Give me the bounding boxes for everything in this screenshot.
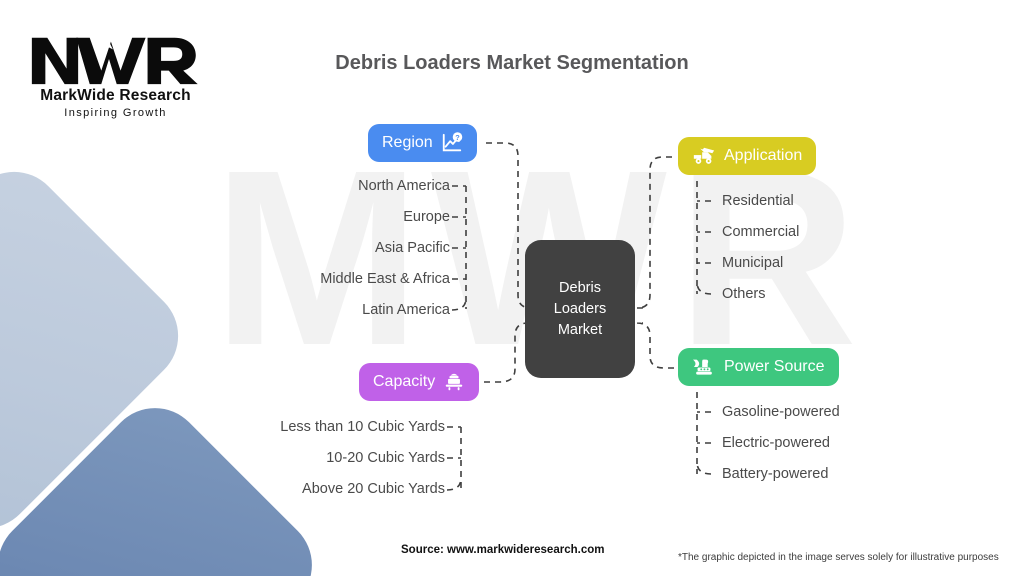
leaf-application-2: Municipal — [722, 255, 784, 271]
chart-question-icon: ? — [441, 132, 463, 154]
leaf-region-0: North America — [358, 178, 450, 194]
leaf-region-3: Middle East & Africa — [320, 271, 450, 287]
wire-region-center — [486, 142, 532, 309]
leaf-power-0: Gasoline-powered — [722, 404, 840, 420]
leaf-capacity-1: 10-20 Cubic Yards — [326, 450, 445, 466]
page-title: Debris Loaders Market Segmentation — [335, 52, 689, 74]
wire-application-leaf-3 — [696, 281, 712, 295]
branch-label-region: Region — [382, 134, 433, 151]
wire-power-center — [636, 322, 674, 369]
leaf-application-0: Residential — [722, 193, 794, 209]
leaf-power-2: Battery-powered — [722, 466, 829, 482]
branch-badge-power-source[interactable]: Power Source — [678, 348, 839, 386]
wire-application-center — [636, 156, 672, 309]
loaded-truck-icon — [443, 371, 465, 393]
wire-capacity-leaf-2 — [446, 477, 462, 491]
leaf-application-1: Commercial — [722, 224, 800, 240]
dump-truck-icon — [692, 146, 716, 166]
source-text: Source: www.markwideresearch.com — [401, 544, 605, 556]
logo-tagline: Inspiring Growth — [64, 107, 167, 119]
leaf-region-4: Latin America — [362, 302, 450, 318]
logo-company-name: MarkWide Research — [40, 87, 191, 104]
wire-capacity-center — [484, 322, 529, 383]
svg-text:?: ? — [455, 133, 460, 142]
center-line-1: Debris — [559, 279, 601, 296]
center-node: Debris Loaders Market — [525, 240, 635, 378]
leaf-application-3: Others — [722, 286, 766, 302]
leaf-capacity-0: Less than 10 Cubic Yards — [280, 419, 445, 435]
branch-badge-region[interactable]: Region ? — [368, 124, 477, 162]
loader-machine-icon — [692, 356, 716, 378]
leaf-power-1: Electric-powered — [722, 435, 830, 451]
branch-badge-capacity[interactable]: Capacity — [359, 363, 480, 401]
brand-logo: MarkWide Research Inspiring Growth — [28, 32, 203, 119]
leaf-capacity-2: Above 20 Cubic Yards — [302, 481, 445, 497]
disclaimer-text: *The graphic depicted in the image serve… — [678, 552, 999, 563]
center-line-2: Loaders — [553, 300, 607, 317]
branch-label-application: Application — [724, 147, 803, 164]
branch-label-power-source: Power Source — [724, 358, 825, 375]
wire-power-leaf-2 — [696, 461, 712, 475]
leaf-region-1: Europe — [403, 209, 450, 225]
logo-mark-icon — [31, 33, 198, 85]
branch-badge-application[interactable]: Application — [678, 137, 817, 175]
center-node-label: Debris Loaders Market — [554, 278, 606, 341]
center-line-3: Market — [557, 321, 603, 338]
leaf-region-2: Asia Pacific — [375, 240, 450, 256]
wire-region-leaf-4 — [451, 297, 467, 311]
branch-label-capacity: Capacity — [373, 373, 436, 390]
